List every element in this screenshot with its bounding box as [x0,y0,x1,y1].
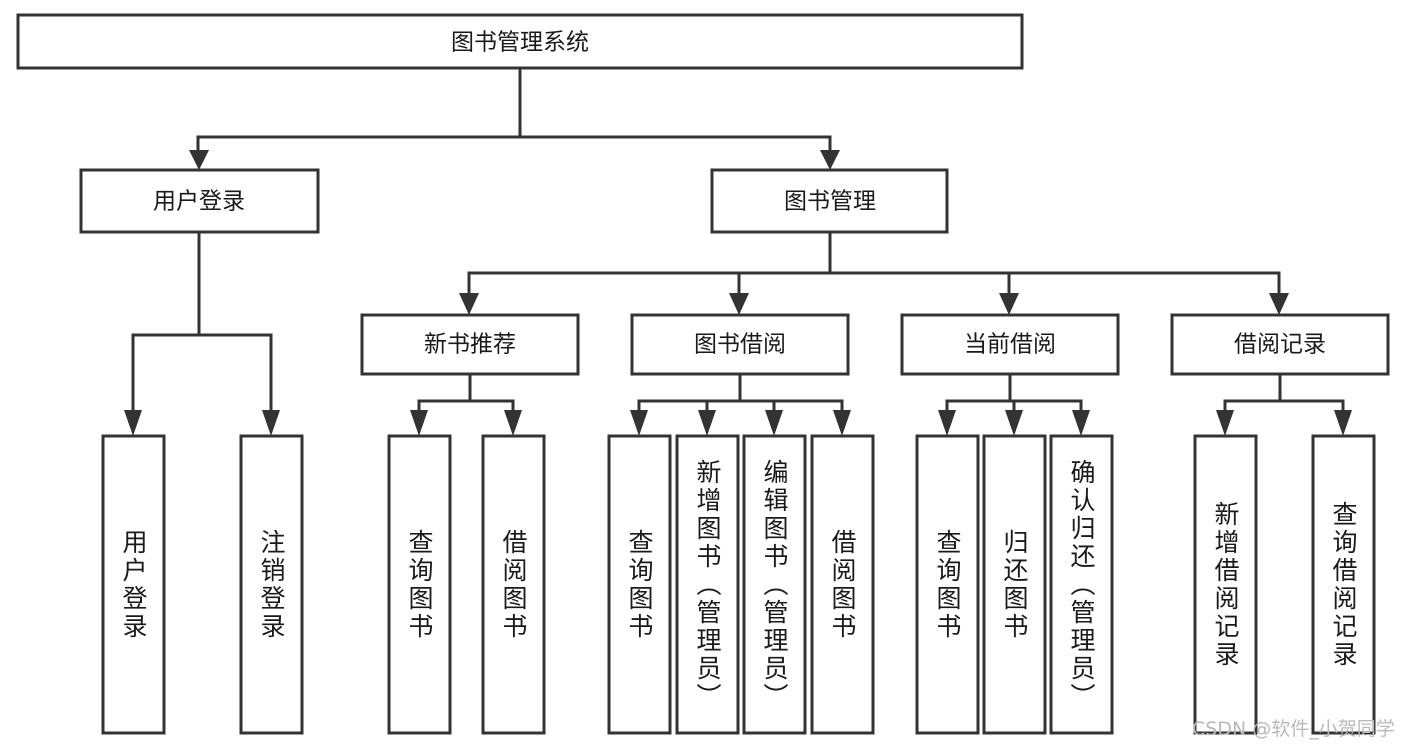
label-level3-3: 借阅记录 [1234,332,1326,358]
arrowhead-icon-leaf-12 [1216,410,1234,436]
arrowhead-icon-leaf-13 [1334,410,1352,436]
node-level2-0[interactable] [79,168,320,234]
node-leaf-2[interactable] [387,434,452,735]
arrowhead-icon-leaf-5 [630,410,648,436]
arrowhead-icon-leaf-7 [765,410,783,436]
label-level3-1: 图书借阅 [694,332,786,358]
node-level3-0[interactable] [360,313,580,376]
label-level2-0: 用户登录 [153,189,245,215]
arrowhead-icon-leaf-10 [1005,410,1023,436]
node-leaf-7[interactable] [810,434,875,735]
arrowhead-icon-leaf-6 [698,410,716,436]
arrowhead-icon-newbook [459,293,479,315]
node-level3-1[interactable] [630,313,850,376]
node-box-group [16,13,1390,735]
node-leaf-0[interactable] [101,434,166,735]
node-root[interactable] [16,13,1024,70]
arrowhead-icon-leaf-1 [124,410,142,436]
node-leaf-9[interactable] [982,434,1047,735]
arrowhead-icon-borrow [729,293,749,315]
node-leaf-11[interactable] [1193,434,1258,735]
node-leaf-1[interactable] [239,434,304,735]
node-leaf-4[interactable] [607,434,672,735]
node-leaf-12[interactable] [1311,434,1376,735]
node-level2-1[interactable] [710,168,949,234]
label-level3-2: 当前借阅 [964,332,1056,358]
node-leaf-8[interactable] [915,434,980,735]
arrowhead-icon-leaf-2 [262,410,280,436]
arrowhead-icon-leaf-4 [504,410,522,436]
node-leaf-10[interactable] [1049,434,1114,735]
node-label-group: 图书管理系统 用户登录 图书管理 新书推荐 图书借阅 当前借阅 借阅记录 [153,30,1326,358]
label-level3-0: 新书推荐 [424,332,516,358]
label-root: 图书管理系统 [451,30,589,56]
arrowhead-icon-leaf-11 [1072,410,1090,436]
arrowhead-icon-record [1269,293,1289,315]
arrowhead-icon-leaf-9 [938,410,956,436]
node-leaf-6[interactable] [742,434,807,735]
node-level3-3[interactable] [1170,313,1390,376]
node-leaf-5[interactable] [675,434,740,735]
node-level3-2[interactable] [900,313,1120,376]
arrowhead-icon-leaf-3 [410,410,428,436]
node-leaf-3[interactable] [481,434,546,735]
label-level2-1: 图书管理 [784,189,876,215]
arrowhead-icon-leaf-8 [833,410,851,436]
arrowhead-icon-bookmgmt [820,150,840,170]
watermark-text: CSDN @软件_小贺同学 [1192,718,1395,740]
arrowhead-group [124,150,1352,436]
arrowhead-icon-current [999,293,1019,315]
arrowhead-icon-login [189,150,209,170]
